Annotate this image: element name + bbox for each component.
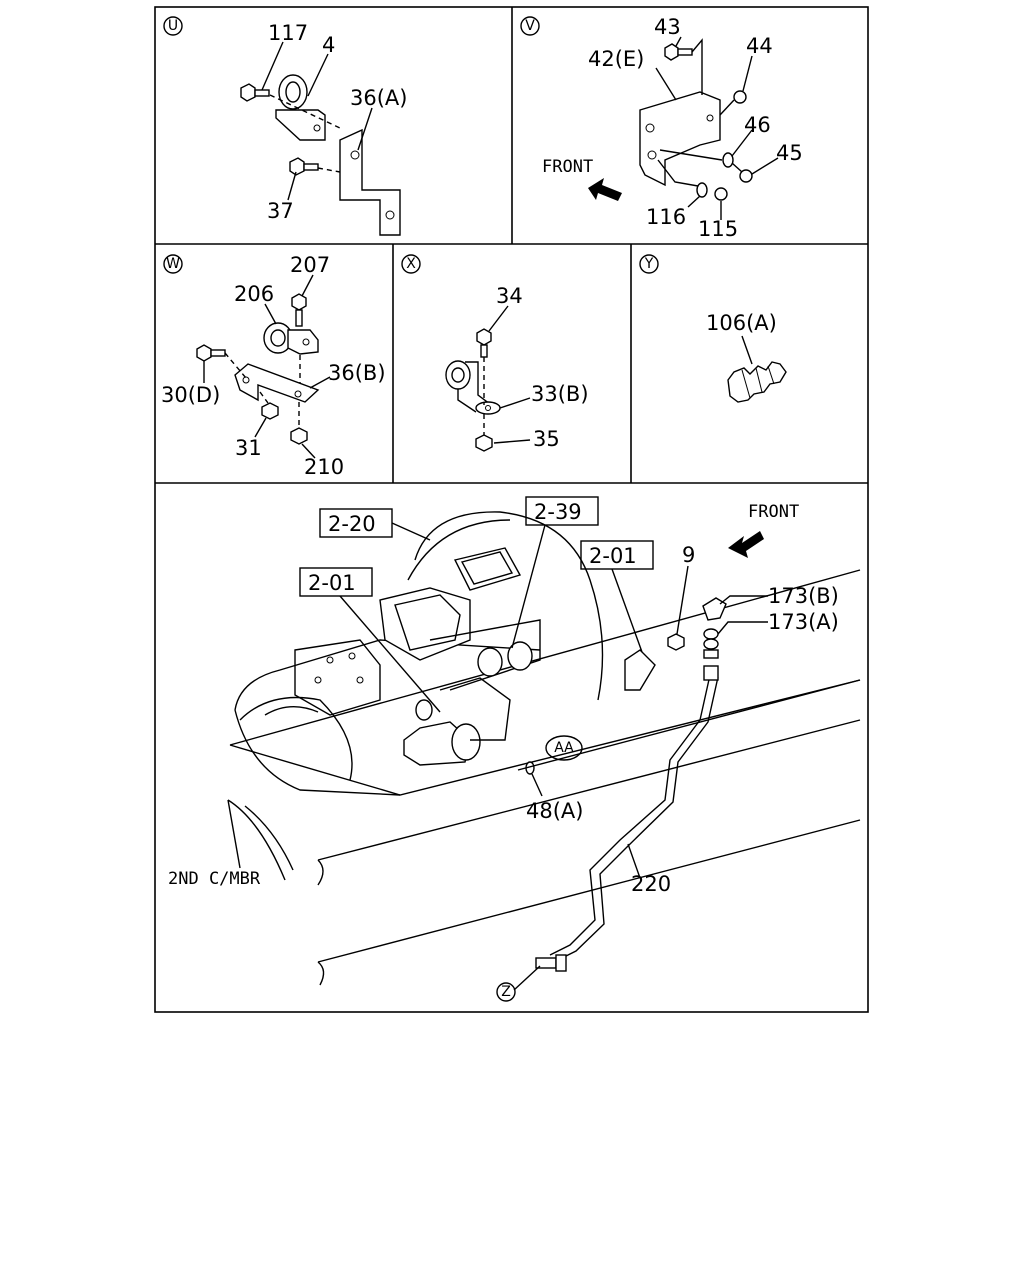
nut-115-part (714, 187, 728, 201)
callout-37: 37 (267, 199, 294, 223)
callout-4: 4 (322, 33, 335, 57)
badge-z: Z (496, 982, 516, 1002)
panel-w-badge: W (163, 254, 183, 274)
clamp-33b-part (445, 360, 501, 415)
frame-rail (227, 569, 861, 986)
callout-45: 45 (776, 141, 803, 165)
callout-106a: 106(A) (706, 311, 777, 335)
front-arrow-icon (728, 531, 764, 558)
front-arrow-icon (588, 178, 622, 201)
svg-text:2-20: 2-20 (328, 512, 376, 536)
svg-text:X: X (406, 256, 416, 272)
svg-text:2-39: 2-39 (534, 500, 582, 524)
callout-33b: 33(B) (531, 382, 589, 406)
box-2-01-left: 2-01 (299, 567, 373, 597)
nut-35-part (475, 434, 493, 452)
callout-115: 115 (698, 217, 738, 241)
callout-173b: 173(B) (768, 584, 839, 608)
bolt-34-part (476, 328, 492, 358)
flywheel-housing (407, 511, 604, 701)
callout-30d: 30(D) (161, 383, 220, 407)
callout-210: 210 (304, 455, 344, 479)
callout-116: 116 (646, 205, 686, 229)
bracket-36b-part (234, 363, 320, 403)
callout-46: 46 (744, 113, 771, 137)
bolt-207-part (291, 293, 307, 327)
clamp-4-part (275, 74, 326, 141)
panel-u: U 117 4 36( (163, 16, 407, 236)
bolt-30d-part (196, 344, 226, 362)
panel-w: W (161, 253, 386, 479)
clamp-206-part (263, 322, 319, 355)
panel-v-badge: V (520, 16, 540, 36)
callout-220: 220 (631, 872, 671, 896)
panel-y: Y 106(A) (639, 254, 787, 403)
bracket-2-01-part (624, 649, 656, 691)
nut-45-part (739, 169, 753, 183)
callout-31: 31 (235, 436, 262, 460)
box-2-20: 2-20 (319, 508, 393, 538)
front-label-main: FRONT (748, 502, 799, 522)
callout-36a: 36(A) (350, 86, 407, 110)
panel-y-badge: Y (639, 254, 659, 274)
svg-text:V: V (525, 18, 535, 34)
washer-116-part (696, 182, 708, 198)
svg-text:AA: AA (554, 740, 574, 756)
transmission-body (234, 587, 541, 796)
bolt-117-part (240, 83, 270, 102)
callout-42e: 42(E) (588, 47, 644, 71)
callout-9: 9 (682, 543, 695, 567)
front-label-v: FRONT (542, 157, 593, 177)
svg-text:Z: Z (501, 984, 511, 1000)
panel-x: X 34 33(B) 35 (401, 254, 589, 452)
callout-206: 206 (234, 282, 274, 306)
callout-35: 35 (533, 427, 560, 451)
callout-44: 44 (746, 34, 773, 58)
callout-48a: 48(A) (526, 799, 583, 823)
box-2-39: 2-39 (525, 496, 599, 526)
callout-117: 117 (268, 21, 308, 45)
callout-43: 43 (654, 15, 681, 39)
badge-aa: AA (545, 735, 583, 761)
bracket-42e-part (639, 91, 721, 187)
panel-frames (154, 6, 869, 1013)
nut-210-part (290, 427, 308, 445)
callout-34: 34 (496, 284, 523, 308)
nut-9-part (667, 633, 685, 651)
bolt-37-part (289, 157, 319, 176)
callout-2nd-c-mbr: 2ND C/MBR (168, 869, 261, 889)
svg-text:Y: Y (644, 256, 654, 272)
callout-173a: 173(A) (768, 610, 839, 634)
nut-44-part (733, 90, 747, 104)
svg-text:U: U (168, 18, 178, 34)
panel-x-badge: X (401, 254, 421, 274)
panel-main: FRONT 2-20 2-39 2-01 2-01 (168, 496, 861, 1002)
box-2-01-right: 2-01 (580, 540, 654, 570)
svg-text:W: W (166, 256, 180, 272)
svg-text:2-01: 2-01 (589, 544, 637, 568)
panel-v: V FRONT (520, 15, 803, 241)
callout-207: 207 (290, 253, 330, 277)
bracket-36a-part (339, 128, 401, 236)
washer-46-part (722, 152, 734, 168)
connector-z-part (535, 954, 567, 972)
svg-text:2-01: 2-01 (308, 571, 356, 595)
bolt-43-part (664, 43, 693, 61)
callout-36b: 36(B) (328, 361, 386, 385)
nut-31-part (261, 402, 279, 420)
starter-motor (403, 641, 533, 766)
fitting-106a-part (727, 361, 787, 403)
panel-u-badge: U (163, 16, 183, 36)
